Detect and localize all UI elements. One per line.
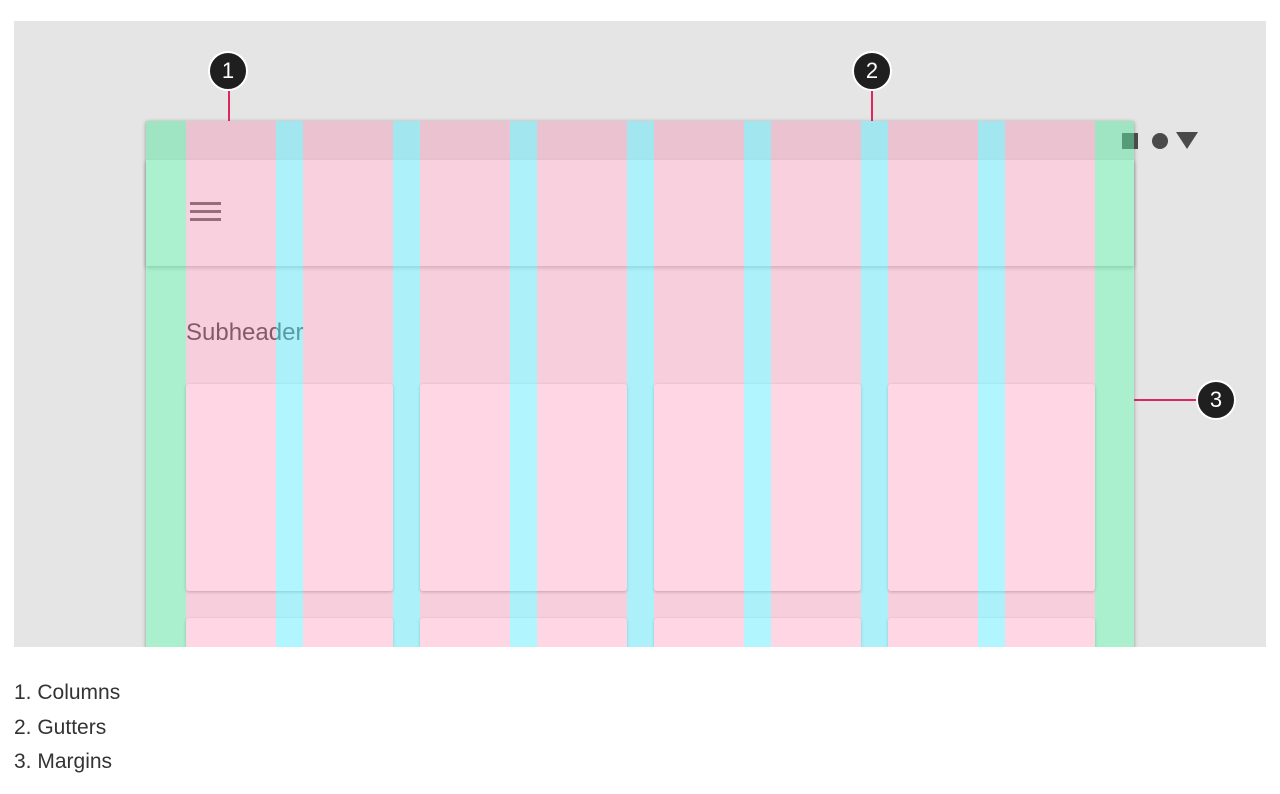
callout-line-columns xyxy=(228,91,230,121)
triangle-icon xyxy=(1176,132,1198,149)
hamburger-menu-icon[interactable] xyxy=(190,202,221,224)
legend-item-gutters: 2. Gutters xyxy=(14,715,107,739)
status-bar xyxy=(146,121,1134,160)
card[interactable] xyxy=(654,384,861,591)
card[interactable] xyxy=(420,384,627,591)
card[interactable] xyxy=(186,618,393,647)
app-bar xyxy=(146,160,1134,266)
callout-margins: 3 xyxy=(1196,380,1236,420)
circle-icon xyxy=(1152,133,1168,149)
callout-columns: 1 xyxy=(208,51,248,91)
card[interactable] xyxy=(654,618,861,647)
callout-line-gutters xyxy=(871,91,873,121)
legend-item-margins: 3. Margins xyxy=(14,750,113,773)
legend-item-columns: 1. Columns xyxy=(14,681,121,704)
legend: 1. Columns 2. Gutters 3. Margins xyxy=(14,676,120,780)
card[interactable] xyxy=(420,618,627,647)
callout-line-margins xyxy=(1134,399,1198,401)
card[interactable] xyxy=(888,384,1095,591)
card[interactable] xyxy=(186,384,393,591)
card[interactable] xyxy=(888,618,1095,647)
subheader: Subheader xyxy=(186,319,304,346)
grid-diagram: Subheader 1 2 3 xyxy=(14,21,1266,647)
square-icon xyxy=(1122,133,1138,149)
callout-gutters: 2 xyxy=(852,51,892,91)
device-frame: Subheader xyxy=(146,121,1198,647)
